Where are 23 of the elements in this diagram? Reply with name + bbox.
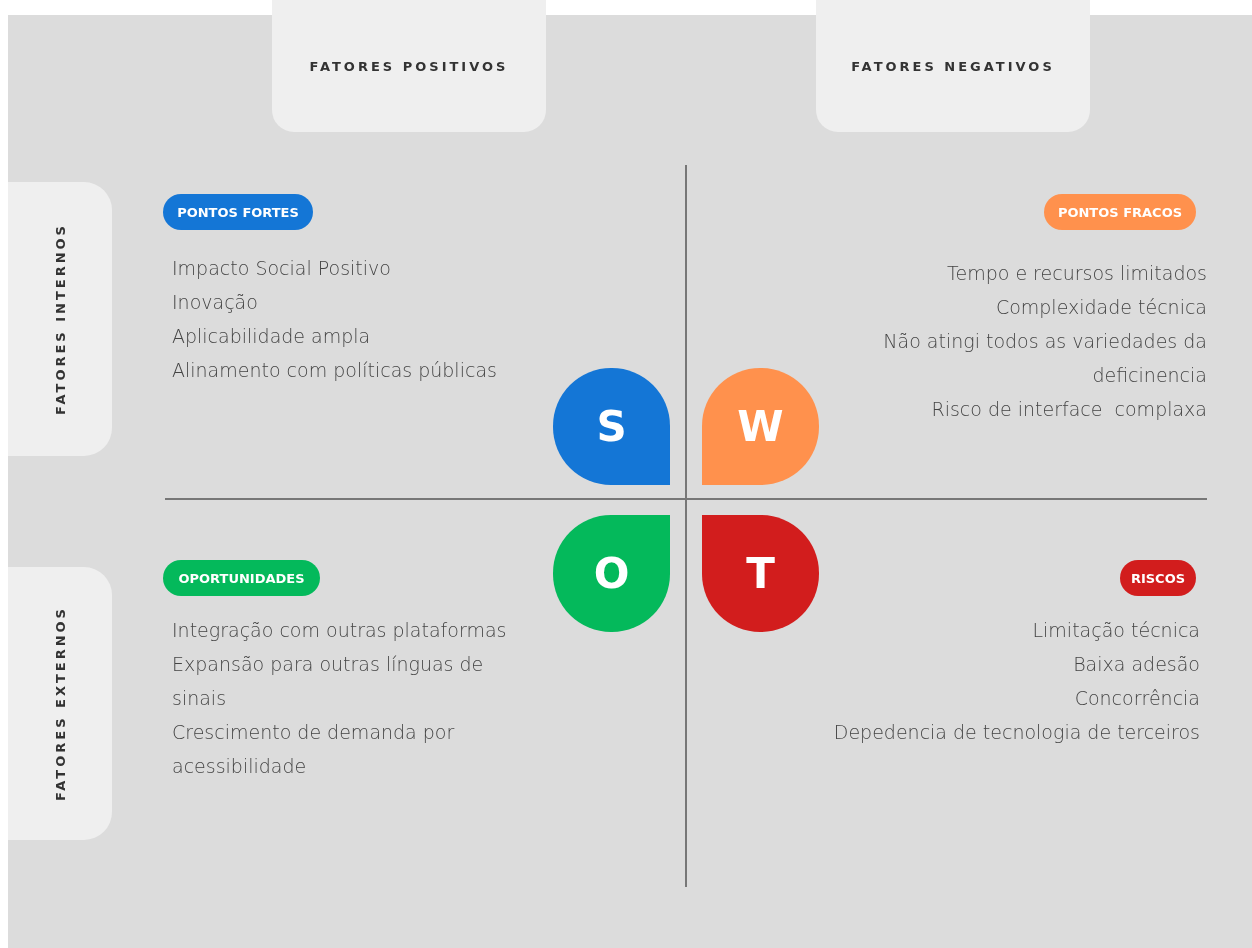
row-header: FATORES INTERNOS xyxy=(8,182,112,456)
list-item: Baixa adesão xyxy=(1073,652,1200,677)
list-item: Risco de interface complaxa xyxy=(931,397,1207,422)
column-header: FATORES NEGATIVOS xyxy=(816,0,1090,132)
list-item: Depedencia de tecnologia de terceiros xyxy=(833,720,1200,745)
list-item: Inovação xyxy=(172,290,258,315)
list-item: Complexidade técnica xyxy=(995,295,1207,320)
category-tag: PONTOS FRACOS xyxy=(1044,194,1196,230)
list-item: Tempo e recursos limitados xyxy=(947,261,1207,286)
list-item: Limitação técnica xyxy=(1032,618,1200,643)
list-item: Concorrência xyxy=(1074,686,1200,711)
category-tag: OPORTUNIDADES xyxy=(163,560,320,596)
category-tag: PONTOS FORTES xyxy=(163,194,313,230)
list-item: Expansão para outras línguas de sinais xyxy=(172,652,485,711)
list-item: Alinamento com políticas públicas xyxy=(172,358,497,383)
category-tag: RISCOS xyxy=(1120,560,1196,596)
row-header: FATORES EXTERNOS xyxy=(8,567,112,840)
list-item: Aplicabilidade ampla xyxy=(172,324,371,349)
column-header: FATORES POSITIVOS xyxy=(272,0,546,132)
list-item: Impacto Social Positivo xyxy=(172,256,391,281)
list-item: Integração com outras plataformas xyxy=(172,618,507,643)
list-item: Crescimento de demanda por acessibilidade xyxy=(172,720,456,779)
list-item: Não atingi todos as variedades da deficinencia xyxy=(882,329,1207,388)
